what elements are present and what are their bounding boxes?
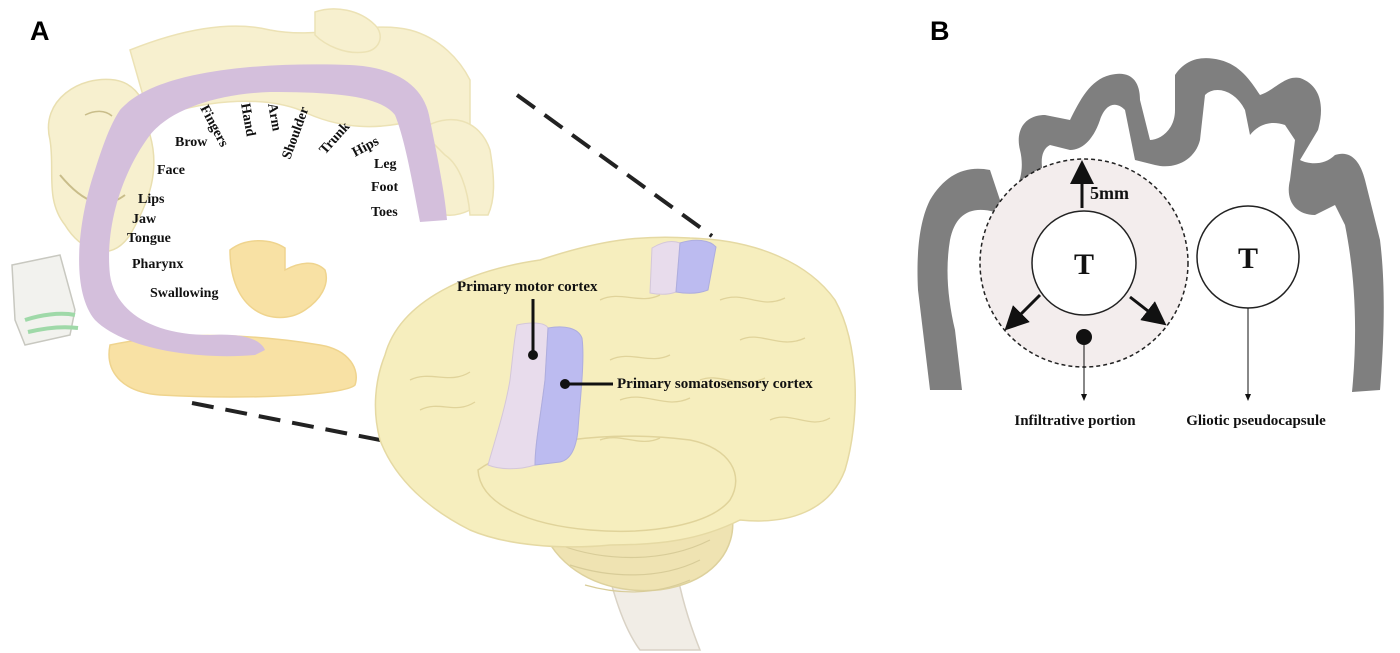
- arrow-right-down: [1129, 295, 1167, 326]
- infiltrative-dot: [1076, 329, 1092, 345]
- arrow-left-down: [1004, 293, 1042, 331]
- label-leg: Leg: [374, 157, 397, 172]
- motor-cortex-label: Primary motor cortex: [457, 279, 598, 295]
- motor-cortex-dot: [528, 350, 538, 360]
- brain-lateral-view-icon: [374, 236, 856, 651]
- distance-label: 5mm: [1090, 183, 1129, 203]
- panel-a: A Fingers Hand Arm: [11, 8, 856, 651]
- label-lips: Lips: [138, 192, 165, 207]
- infiltrative-label: Infiltrative portion: [1014, 413, 1136, 429]
- label-face: Face: [157, 163, 185, 178]
- tumor-right-label: T: [1238, 242, 1258, 275]
- connector-line-top: [515, 93, 714, 238]
- pseudocapsule-label: Gliotic pseudocapsule: [1186, 413, 1326, 429]
- label-hand: Hand: [237, 102, 258, 138]
- panel-b-letter: B: [930, 16, 950, 46]
- tumor-left-label: T: [1074, 248, 1094, 281]
- label-swallowing: Swallowing: [150, 286, 218, 301]
- label-toes: Toes: [371, 205, 398, 220]
- label-trunk: Trunk: [317, 119, 354, 157]
- motor-strip: [79, 64, 448, 357]
- label-jaw: Jaw: [132, 212, 157, 227]
- somatosensory-dot: [560, 379, 570, 389]
- somatosensory-label: Primary somatosensory cortex: [617, 376, 813, 392]
- panel-a-letter: A: [30, 16, 50, 46]
- label-arm: Arm: [264, 102, 284, 132]
- label-tongue: Tongue: [127, 231, 171, 246]
- label-brow: Brow: [175, 135, 208, 150]
- label-pharynx: Pharynx: [132, 257, 183, 272]
- panel-b: B T 5mm Infiltrative portion T Gliotic p…: [917, 16, 1384, 429]
- cortical-ribbon-icon: [917, 58, 1384, 392]
- label-foot: Foot: [371, 180, 399, 195]
- label-shoulder: Shoulder: [280, 105, 313, 161]
- tumor-left: [1031, 210, 1137, 316]
